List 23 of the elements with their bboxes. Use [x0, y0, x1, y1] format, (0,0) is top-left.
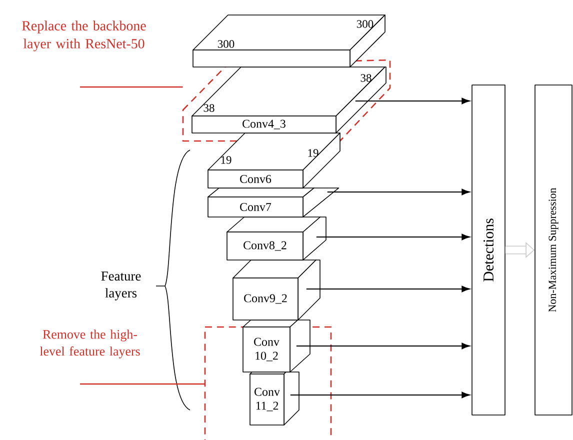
group-label: Feature layers [101, 272, 141, 300]
layer-block: 300 300 [192, 14, 386, 68]
arrow [290, 392, 470, 398]
arrow [316, 234, 470, 240]
layer-block: Conv9_2 [232, 260, 320, 320]
node-label: Conv6 [240, 174, 272, 183]
layer-block: Conv 11_2 [250, 372, 300, 426]
annotation-text: Replace the backbone layer with ResNet-50 [22, 20, 146, 52]
arrow [296, 342, 470, 350]
layer-block: Conv 10_2 [242, 320, 310, 372]
layer-block: Conv7 [208, 188, 340, 218]
leader-line [80, 86, 183, 88]
leader-line [80, 383, 205, 385]
layer-block: Conv4_3 38 38 [192, 66, 386, 134]
layer-block: Conv6 19 19 [208, 132, 340, 188]
arrow [354, 98, 470, 104]
annotation-text: Remove the high-level feature layers [40, 330, 140, 358]
arrow [326, 188, 470, 196]
output-panel: Non-Maximum Suppression [534, 84, 572, 416]
node-label: Conv4_3 [242, 120, 286, 130]
output-panel: Detections [472, 84, 506, 416]
arrow [306, 286, 470, 292]
layer-block: Conv8_2 [226, 216, 326, 260]
